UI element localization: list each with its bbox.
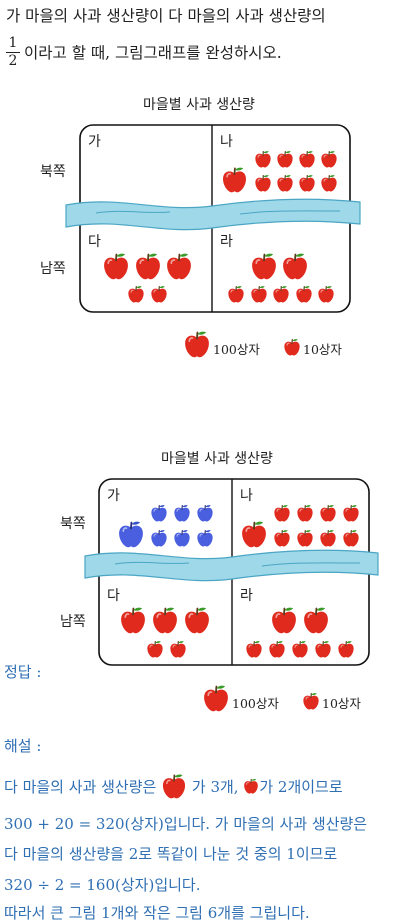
fraction-denominator: 2 (8, 53, 18, 69)
question-line-1: 가 마을의 사과 생산량이 다 마을의 사과 생산량의 (6, 7, 326, 25)
explanation-line-1-c: 가 2개이므로 (259, 778, 343, 796)
blue-apple-icon (196, 529, 214, 547)
blue-apple-icon (173, 529, 191, 547)
apple-icon (241, 520, 267, 548)
question-line-2: 이라고 할 때, 그림그래프를 완성하시오. (24, 44, 282, 62)
river-icon (84, 549, 379, 582)
apple-icon (222, 166, 247, 193)
graph2-title: 마을별 사과 생산량 (161, 451, 273, 467)
apple-icon (273, 504, 291, 522)
apple-icon (296, 529, 314, 547)
apple-icon (295, 285, 313, 303)
graph1-north-label: 북쪽 (40, 164, 66, 180)
apple-icon (273, 529, 291, 547)
blue-apple-icon (118, 520, 144, 548)
blue-apple-icon (173, 504, 191, 522)
apple-icon (314, 640, 332, 658)
apple-icon (320, 150, 338, 168)
apple-icon (268, 640, 286, 658)
graph2-picture-graph: 가 나 다 라 (84, 478, 379, 666)
explanation-line-5: 따라서 큰 그림 1개와 작은 그림 6개를 그립니다. (4, 904, 310, 922)
apple-icon (282, 252, 308, 280)
apple-icon (169, 640, 187, 658)
legend2-big-label: 100상자 (232, 696, 279, 711)
apple-icon (303, 606, 329, 634)
apple-icon (120, 606, 146, 634)
explanation-line-1: 다 마을의 사과 생산량은 가 3개, 가 2개이므로 (4, 773, 343, 799)
legend1-small-label: 10상자 (303, 342, 342, 357)
apple-icon (342, 504, 360, 522)
graph1-picture-graph: 가 나 다 라 (65, 124, 361, 313)
explanation-line-3: 다 마을의 생산량을 2로 똑같이 나눈 것 중의 1이므로 (4, 845, 338, 863)
legend1-small-apple-icon (283, 338, 301, 356)
apple-icon (152, 606, 178, 634)
apple-icon (272, 285, 290, 303)
answer-label: 정답 : (4, 663, 42, 681)
explanation-line-1-b: 가 3개, (191, 778, 239, 796)
blue-apple-icon (196, 504, 214, 522)
graph2-cell-na: 나 (240, 488, 253, 504)
apple-icon (254, 150, 272, 168)
apple-icon (250, 285, 268, 303)
apple-icon (251, 252, 277, 280)
apple-icon (296, 504, 314, 522)
apple-icon (298, 174, 316, 192)
graph1-cell-na: 나 (220, 134, 233, 150)
apple-icon (337, 640, 355, 658)
explanation-label: 해설 : (4, 737, 42, 755)
blue-apple-icon (150, 529, 168, 547)
apple-icon (150, 285, 168, 303)
explanation-line-1-a: 다 마을의 사과 생산량은 (4, 778, 157, 796)
apple-icon (146, 640, 164, 658)
blue-apple-icon (150, 504, 168, 522)
explanation-line-2: 300 + 20 = 320(상자)입니다. 가 마을의 사과 생산량은 (4, 815, 368, 833)
apple-icon (271, 606, 297, 634)
graph1-cell-ra: 라 (220, 234, 233, 250)
apple-icon (244, 778, 259, 794)
fraction-bar (6, 52, 20, 53)
legend2-small-apple-icon (302, 692, 320, 710)
apple-icon (317, 285, 335, 303)
legend1-big-label: 100상자 (213, 342, 260, 357)
apple-icon (227, 285, 245, 303)
apple-icon (320, 174, 338, 192)
legend1-big-apple-icon (184, 330, 210, 358)
apple-icon (184, 606, 210, 634)
apple-icon (298, 150, 316, 168)
apple-icon (319, 504, 337, 522)
question-fraction: 1 2 (6, 36, 20, 69)
apple-icon (166, 252, 192, 280)
apple-icon (276, 174, 294, 192)
graph1-cell-da: 다 (88, 234, 101, 250)
graph1-south-label: 남쪽 (40, 261, 66, 277)
apple-icon (162, 773, 186, 799)
river-icon (65, 198, 361, 231)
apple-icon (135, 252, 161, 280)
apple-icon (245, 640, 263, 658)
legend2-big-apple-icon (203, 684, 229, 712)
graph2-south-label: 남쪽 (60, 614, 86, 630)
apple-icon (342, 529, 360, 547)
apple-icon (276, 150, 294, 168)
graph2-cell-ra: 라 (240, 588, 253, 604)
explanation-line-4: 320 ÷ 2 = 160(상자)입니다. (4, 876, 201, 894)
graph1-title: 마을별 사과 생산량 (143, 97, 255, 113)
apple-icon (291, 640, 309, 658)
legend2-small-label: 10상자 (322, 696, 361, 711)
graph2-north-label: 북쪽 (60, 516, 86, 532)
graph1-cell-ga: 가 (88, 134, 101, 150)
apple-icon (127, 285, 145, 303)
graph2-cell-ga: 가 (107, 488, 120, 504)
apple-icon (319, 529, 337, 547)
graph2-cell-da: 다 (107, 588, 120, 604)
apple-icon (103, 252, 129, 280)
apple-icon (254, 174, 272, 192)
fraction-numerator: 1 (8, 35, 18, 51)
